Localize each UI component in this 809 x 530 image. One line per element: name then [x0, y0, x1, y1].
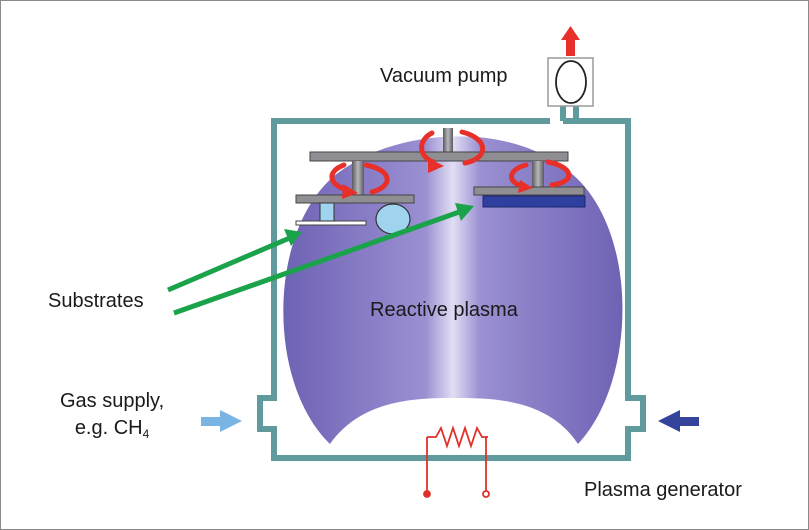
reactive-plasma-label: Reactive plasma	[370, 299, 518, 321]
gas-supply-arrow	[201, 410, 242, 432]
substrates-label: Substrates	[48, 290, 144, 312]
gas-supply-label: Gas supply, e.g. CH4	[60, 388, 164, 448]
vacuum-pump-label: Vacuum pump	[380, 65, 508, 87]
gas-supply-line2: e.g. CH4	[60, 415, 164, 448]
gas-supply-line1: Gas supply,	[60, 390, 165, 412]
gas-supply-formula: e.g. CH	[74, 417, 143, 439]
vacuum-exhaust-arrow	[561, 26, 580, 56]
resistor-coil-icon	[423, 425, 490, 498]
outlet-arrow	[658, 410, 699, 432]
substrate-pointer-arrows	[167, 203, 474, 316]
gas-supply-subscript: 4	[142, 427, 150, 441]
rotation-arrowheads	[342, 158, 533, 199]
substrate-holder	[295, 128, 586, 235]
vacuum-pump-icon	[547, 57, 594, 107]
reactive-plasma-region	[283, 136, 623, 444]
reaction-chamber	[257, 106, 646, 461]
plasma-generator-label: Plasma generator	[584, 479, 742, 501]
